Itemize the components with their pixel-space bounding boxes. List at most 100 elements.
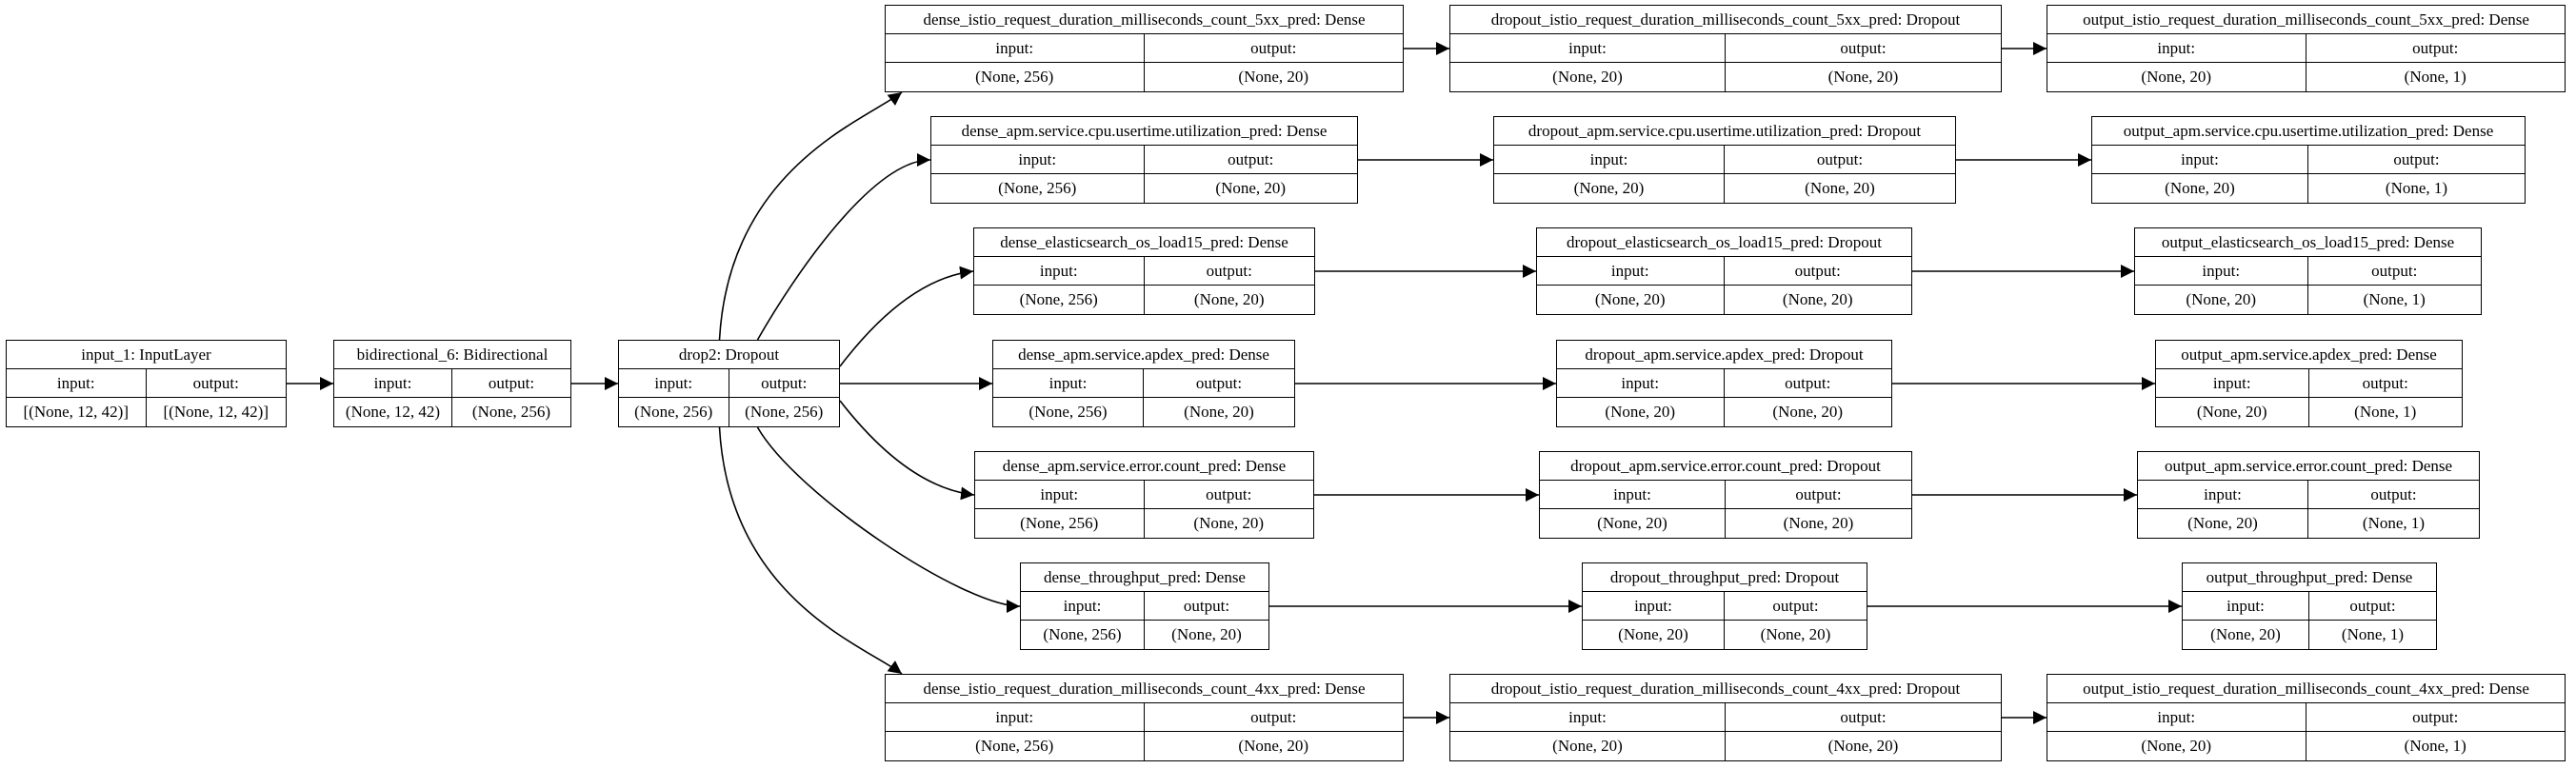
input-label: input: xyxy=(886,703,1145,732)
edge-drop2-to-dense-tp xyxy=(756,426,1021,613)
output-label: output: xyxy=(729,369,839,398)
input-label: input: xyxy=(1557,369,1725,398)
output-shape: (None, 1) xyxy=(2404,68,2466,86)
layer-node-dense-cpu: dense_apm.service.cpu.usertime.utilizati… xyxy=(930,116,1358,204)
input-label: input: xyxy=(7,369,147,398)
edge-drop2-to-dense-4xx xyxy=(718,426,903,675)
output-label: output: xyxy=(1725,592,1867,621)
output-shape: (None, 20) xyxy=(1782,290,1853,308)
input-shape: (None, 256) xyxy=(886,732,1145,760)
input-shape: (None, 20) xyxy=(2135,286,2308,314)
input-shape: (None, 256) xyxy=(993,398,1144,426)
layer-node-dropout-4xx: dropout_istio_request_duration_milliseco… xyxy=(1449,674,2002,761)
output-shape: (None, 20) xyxy=(1193,290,1265,308)
input-shape: (None, 20) xyxy=(1494,174,1725,203)
layer-title: dense_apm.service.apdex_pred: Dense xyxy=(993,341,1294,369)
layer-title: dropout_istio_request_duration_milliseco… xyxy=(1450,6,2001,34)
output-label: output: xyxy=(1144,369,1294,398)
output-shape: (None, 20) xyxy=(1238,68,1309,86)
input-label: input: xyxy=(1537,257,1725,286)
layer-title: output_istio_request_duration_millisecon… xyxy=(2047,6,2565,34)
output-shape: (None, 20) xyxy=(1827,68,1899,86)
output-shape: (None, 256) xyxy=(745,403,824,421)
layer-node-dense-4xx: dense_istio_request_duration_millisecond… xyxy=(885,674,1404,761)
layer-title: dense_apm.service.error.count_pred: Dens… xyxy=(975,452,1313,481)
output-label: output: xyxy=(1726,703,2001,732)
input-shape: [(None, 12, 42)] xyxy=(7,398,147,426)
output-label: output: xyxy=(2306,703,2565,732)
layer-title: output_apm.service.error.count_pred: Den… xyxy=(2138,452,2479,481)
layer-title: dense_elasticsearch_os_load15_pred: Dens… xyxy=(974,228,1314,257)
layer-title: dropout_apm.service.error.count_pred: Dr… xyxy=(1540,452,1911,481)
layer-node-dropout-5xx: dropout_istio_request_duration_milliseco… xyxy=(1449,5,2002,92)
input-label: input: xyxy=(975,481,1145,509)
input-label: input: xyxy=(886,34,1145,63)
layer-title: output_apm.service.cpu.usertime.utilizat… xyxy=(2092,117,2525,146)
output-label: output: xyxy=(1145,592,1268,621)
input-shape: (None, 256) xyxy=(1021,621,1145,649)
layer-title: dropout_throughput_pred: Dropout xyxy=(1583,563,1867,592)
output-shape: [(None, 12, 42)] xyxy=(163,403,269,421)
input-shape: (None, 20) xyxy=(1583,621,1725,649)
output-shape: (None, 20) xyxy=(1171,625,1242,643)
output-label: output: xyxy=(1726,481,1911,509)
input-shape: (None, 20) xyxy=(2138,509,2308,538)
output-label: output: xyxy=(1144,257,1314,286)
input-label: input: xyxy=(993,369,1144,398)
input-shape: (None, 20) xyxy=(2047,732,2306,760)
output-shape: (None, 1) xyxy=(2404,737,2466,755)
output-shape: (None, 1) xyxy=(2341,625,2405,643)
output-label: output: xyxy=(146,369,286,398)
input-label: input: xyxy=(2135,257,2308,286)
input-shape: (None, 20) xyxy=(2183,621,2309,649)
output-shape: (None, 20) xyxy=(1184,403,1254,421)
layer-title: dropout_istio_request_duration_milliseco… xyxy=(1450,675,2001,703)
edge-drop2-to-dense-err xyxy=(839,400,975,501)
input-label: input: xyxy=(2092,146,2308,174)
output-label: output: xyxy=(2307,257,2481,286)
input-shape: (None, 20) xyxy=(1450,63,1726,91)
output-shape: (None, 20) xyxy=(1783,514,1854,532)
edge-drop2-to-dense-5xx xyxy=(718,91,903,341)
output-label: output: xyxy=(2308,146,2525,174)
input-label: input: xyxy=(334,369,452,398)
input-label: input: xyxy=(2183,592,2309,621)
input-label: input: xyxy=(2047,34,2306,63)
output-shape: (None, 20) xyxy=(1772,403,1844,421)
layer-title: output_apm.service.apdex_pred: Dense xyxy=(2156,341,2462,369)
layer-node-dense-err: dense_apm.service.error.count_pred: Dens… xyxy=(974,451,1314,539)
input-label: input: xyxy=(931,146,1145,174)
input-label: input: xyxy=(1450,34,1726,63)
output-label: output: xyxy=(1725,146,1955,174)
input-label: input: xyxy=(1583,592,1725,621)
layer-title: input_1: InputLayer xyxy=(7,341,286,369)
output-label: output: xyxy=(2308,369,2462,398)
input-label: input: xyxy=(2156,369,2309,398)
input-label: input: xyxy=(974,257,1145,286)
output-label: output: xyxy=(1724,257,1911,286)
input-label: input: xyxy=(1450,703,1726,732)
input-label: input: xyxy=(2047,703,2306,732)
output-shape: (None, 1) xyxy=(2354,403,2417,421)
layer-title: output_elasticsearch_os_load15_pred: Den… xyxy=(2135,228,2481,257)
output-shape: (None, 1) xyxy=(2385,179,2448,197)
input-shape: (None, 12, 42) xyxy=(334,398,452,426)
output-label: output: xyxy=(2306,34,2565,63)
input-label: input: xyxy=(1021,592,1145,621)
input-label: input: xyxy=(2138,481,2308,509)
output-label: output: xyxy=(2308,481,2479,509)
input-shape: (None, 20) xyxy=(1537,286,1725,314)
layer-node-dropout-err: dropout_apm.service.error.count_pred: Dr… xyxy=(1539,451,1912,539)
output-shape: (None, 20) xyxy=(1805,179,1875,197)
input-shape: (None, 20) xyxy=(2156,398,2309,426)
